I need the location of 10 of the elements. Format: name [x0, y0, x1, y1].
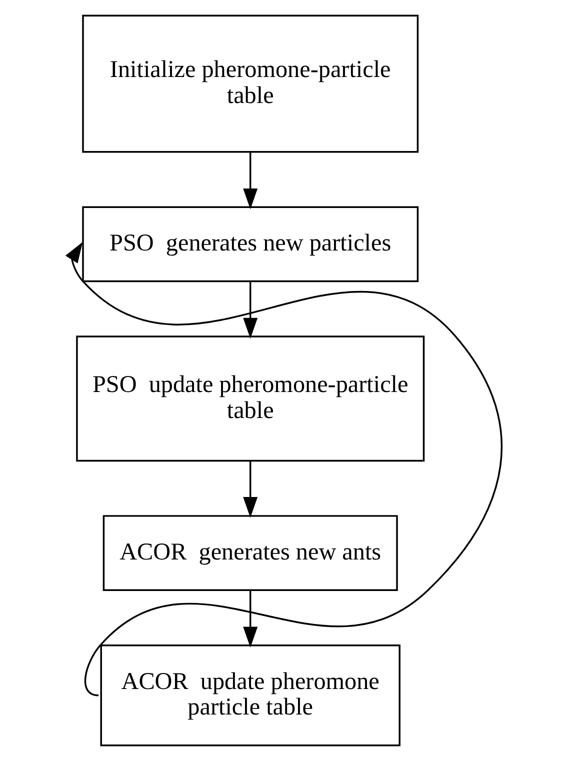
node-box: ACOR generates new ants [102, 515, 398, 591]
arrow [243, 590, 258, 648]
node-box: PSO update pheromone-particle table [76, 336, 425, 462]
node-box: ACOR update pheromone particle table [100, 644, 400, 746]
node-box: PSO generates new particles [82, 206, 419, 282]
node-box: Initialize pheromone-particle table [82, 14, 419, 153]
arrow [65, 242, 502, 696]
arrow [243, 460, 258, 518]
arrow [243, 152, 258, 210]
arrow [243, 282, 258, 339]
